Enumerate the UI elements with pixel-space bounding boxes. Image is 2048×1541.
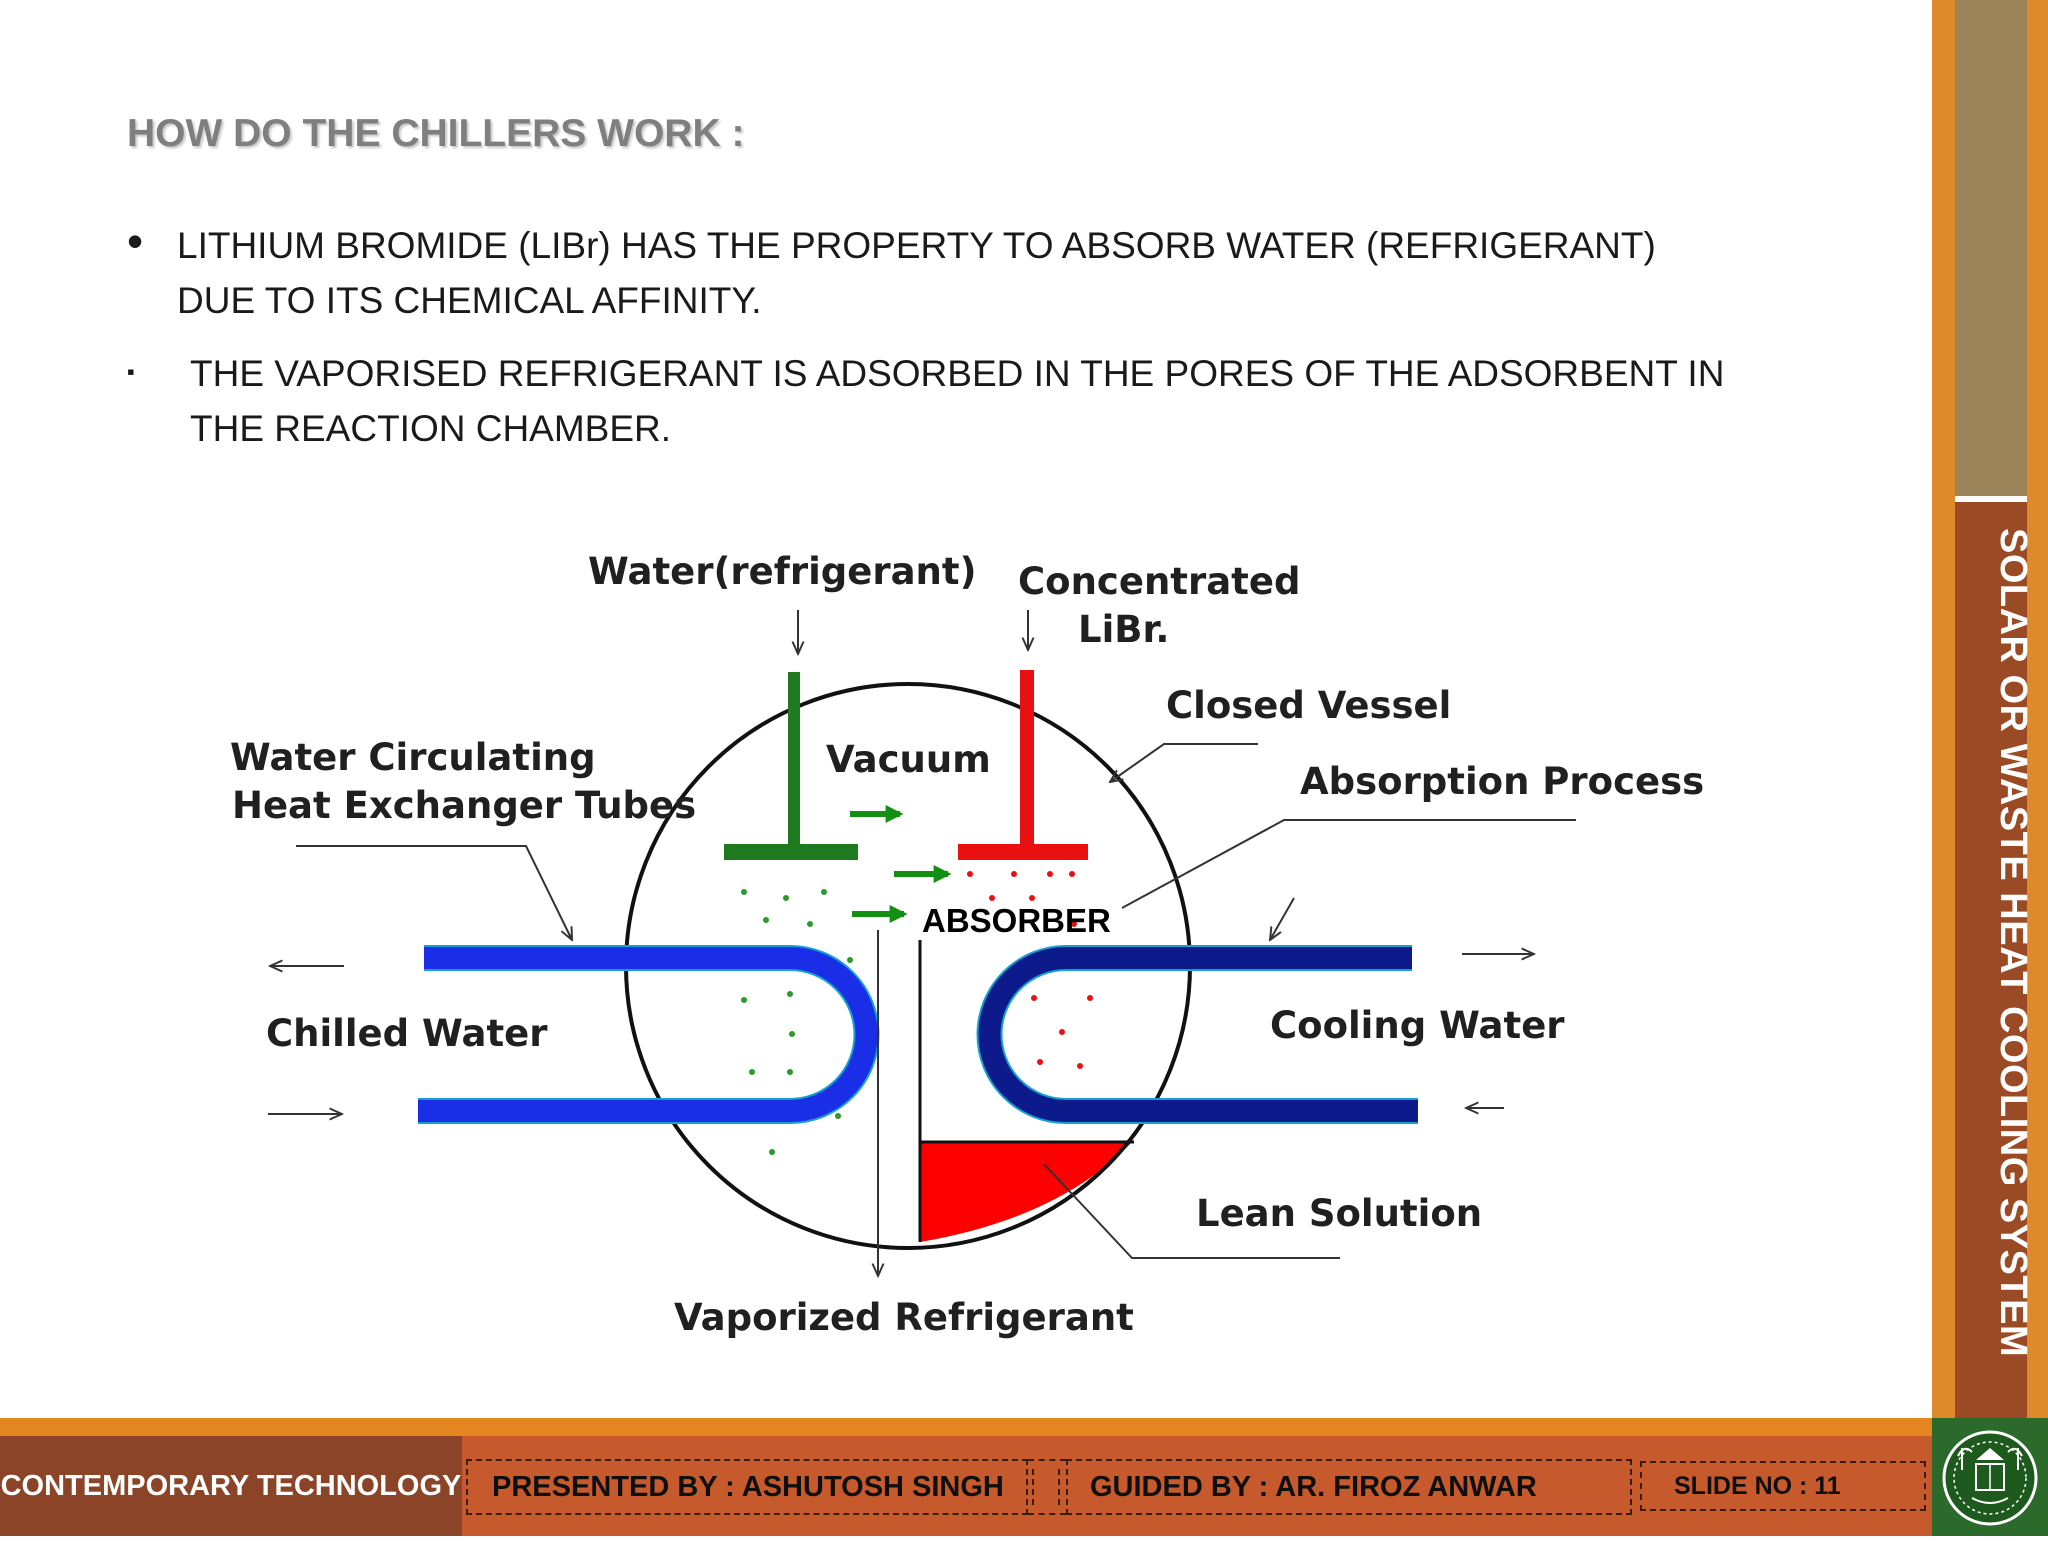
closed-vessel-leader (1110, 743, 1258, 782)
heat-exchanger-label: Heat Exchanger Tubes (232, 784, 696, 827)
footer-connector (1028, 1459, 1066, 1515)
sidebar-vertical-title: SOLAR OR WASTE HEAT COOLING SYSTEM (1992, 528, 2034, 1358)
water-pipe-bar (724, 844, 858, 860)
vaporized-refrigerant-label: Vaporized Refrigerant (674, 1296, 1134, 1339)
water-refrigerant-label: Water(refrigerant) (588, 550, 977, 593)
presented-by-box: PRESENTED BY : ASHUTOSH SINGH (466, 1459, 1028, 1515)
chilled-water-label: Chilled Water (266, 1012, 548, 1055)
libr-spray-dots (967, 871, 1093, 1069)
absorption-chiller-diagram: Water(refrigerant) Concentrated LiBr. Cl… (230, 550, 1704, 1339)
cooling-entry-arrow (1270, 897, 1295, 940)
bullet-item-1: • LITHIUM BROMIDE (LIBr) HAS THE PROPERT… (127, 215, 1727, 328)
guided-by-text: GUIDED BY : AR. FIROZ ANWAR (1090, 1470, 1537, 1503)
sidebar-lower-panel (1955, 502, 2027, 1418)
concentrated-libr-label: Concentrated (1018, 560, 1300, 603)
lean-solution-fill (920, 1142, 1132, 1242)
footer-category: CONTEMPORARY TECHNOLOGY (0, 1436, 462, 1536)
slide-number-text: SLIDE NO : 11 (1674, 1471, 1841, 1500)
cooling-water-label: Cooling Water (1270, 1004, 1565, 1047)
bullet-text: LITHIUM BROMIDE (LIBr) HAS THE PROPERTY … (177, 225, 1656, 321)
absorption-process-label: Absorption Process (1300, 760, 1704, 803)
lean-solution-leader (1043, 1163, 1340, 1259)
sidebar-upper-panel (1955, 0, 2027, 496)
presented-by-text: PRESENTED BY : ASHUTOSH SINGH (492, 1470, 1004, 1503)
university-logo-block (1932, 1418, 2048, 1536)
lean-solution-label: Lean Solution (1196, 1192, 1482, 1235)
bullet-marker: ▪ (127, 359, 135, 384)
heat-exchanger-leader (296, 845, 572, 940)
slide-number-box: SLIDE NO : 11 (1640, 1461, 1926, 1511)
closed-vessel-label: Closed Vessel (1166, 684, 1451, 727)
absorber-label: ABSORBER (922, 902, 1111, 939)
water-pipe-stem (788, 672, 800, 844)
cooling-water-tube-core (978, 947, 1418, 1122)
bullet-text: THE VAPORISED REFRIGERANT IS ADSORBED IN… (190, 353, 1725, 449)
absorption-process-leader (1121, 819, 1576, 909)
bullet-item-2: ▪ THE VAPORISED REFRIGERANT IS ADSORBED … (127, 346, 1747, 456)
libr-pipe-stem (1020, 670, 1034, 846)
bullet-marker: • (127, 215, 144, 267)
libr-pipe-bar (958, 844, 1088, 860)
guided-by-box: GUIDED BY : AR. FIROZ ANWAR (1066, 1459, 1632, 1515)
university-logo-icon (1942, 1430, 2038, 1526)
footer-accent-strip (0, 1418, 1932, 1436)
sidebar-divider (1955, 496, 2027, 502)
concentrated-libr-label-2: LiBr. (1078, 608, 1170, 651)
slide-title: HOW DO THE CHILLERS WORK : (127, 112, 745, 155)
water-circulating-label: Water Circulating (230, 736, 596, 779)
chilled-water-tube-core (418, 947, 878, 1122)
vacuum-label: Vacuum (826, 738, 991, 781)
